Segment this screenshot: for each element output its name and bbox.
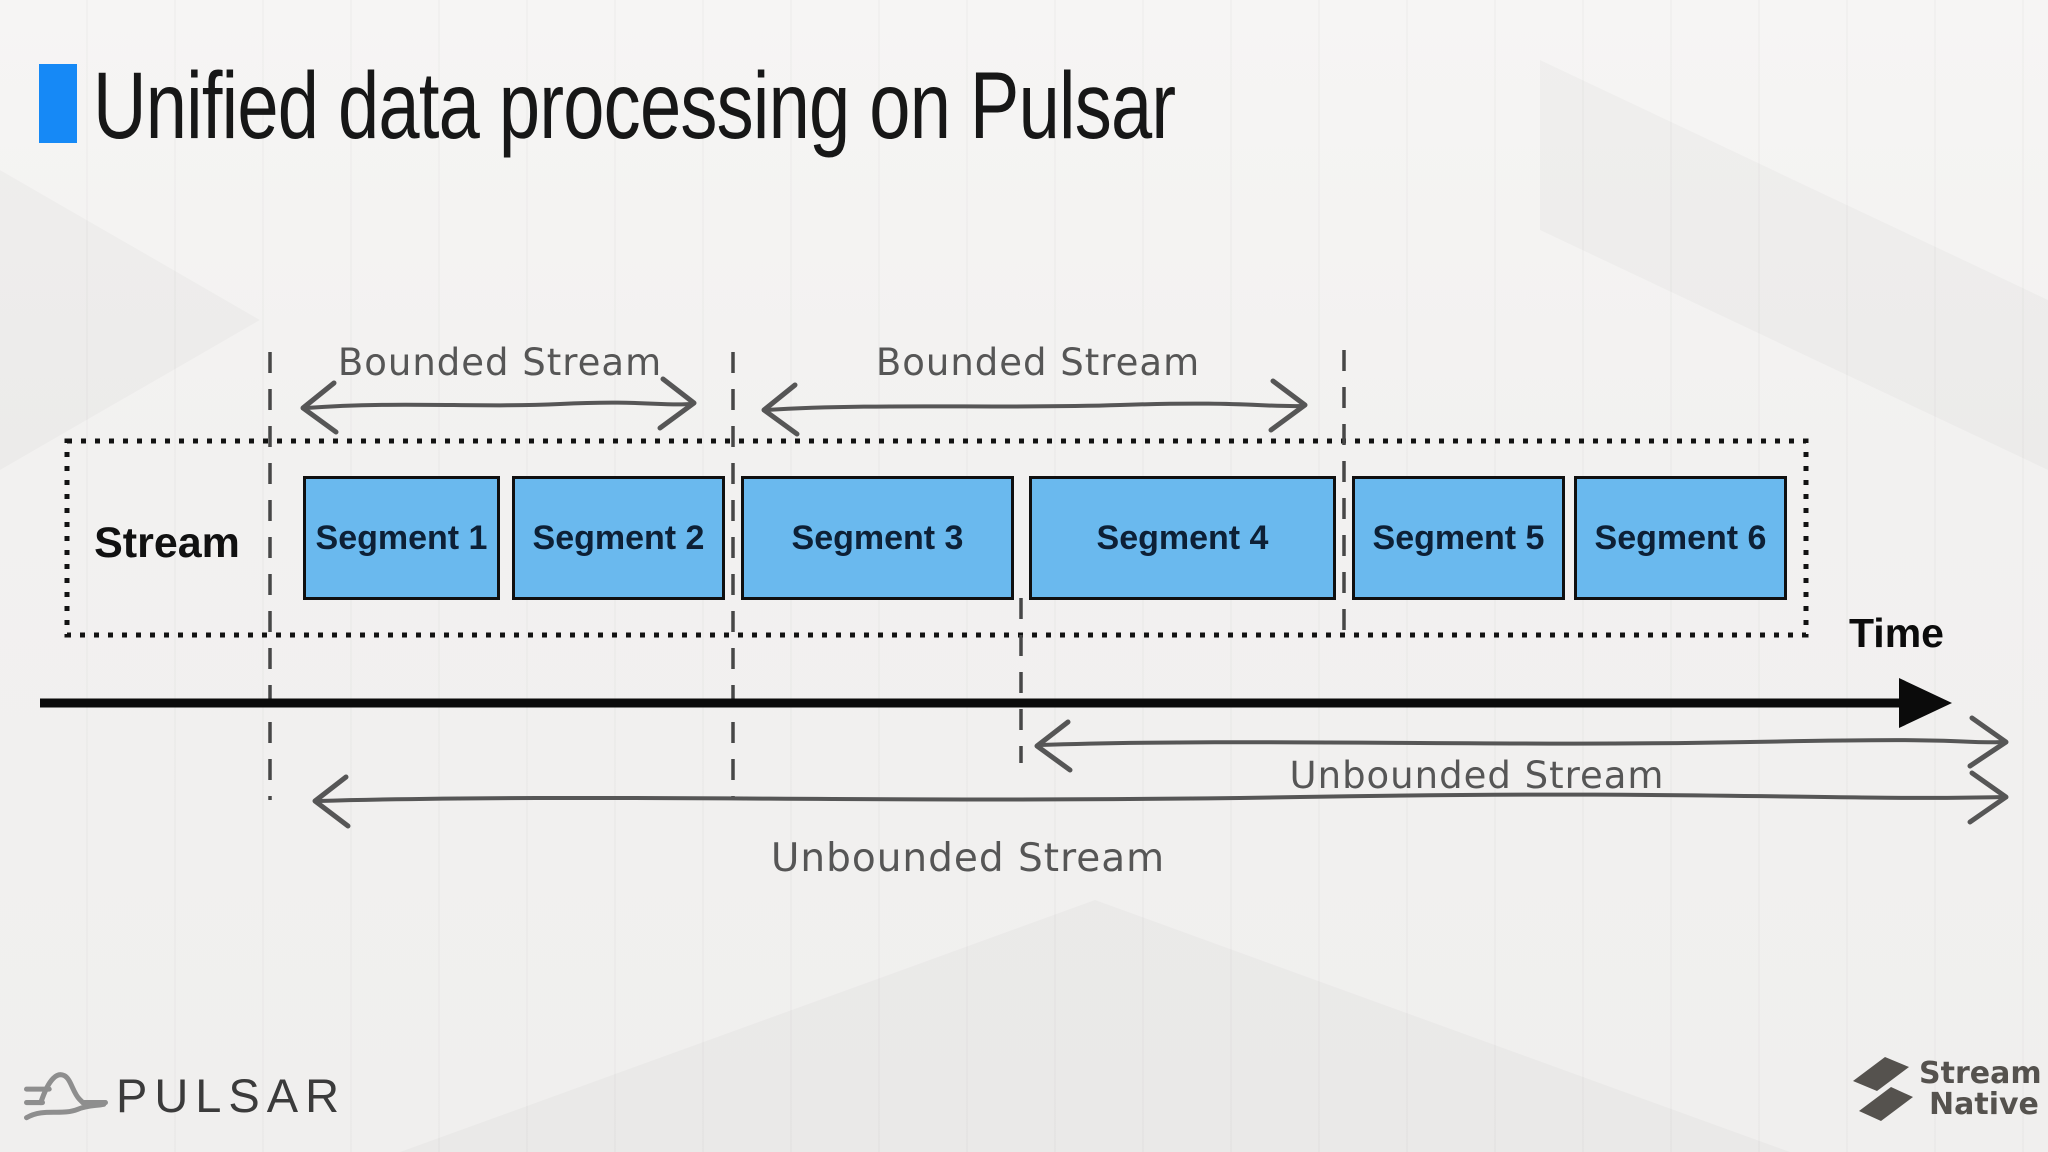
title-accent-bar — [39, 64, 77, 143]
streamnative-logo: Stream Native — [1851, 1053, 2042, 1127]
segment-1: Segment 1 — [303, 476, 500, 600]
streamnative-s-icon — [1853, 1057, 1913, 1121]
bounded-arrow-1 — [300, 376, 697, 435]
unbounded-stream-label-lower: Unbounded Stream — [770, 836, 1166, 881]
streamnative-line1: Stream — [1919, 1056, 2042, 1092]
segment-5: Segment 5 — [1352, 476, 1565, 600]
pulsar-pulse-icon — [24, 1072, 108, 1121]
streamnative-line2: Native — [1929, 1087, 2039, 1122]
unbounded-arrow-lower — [312, 770, 2009, 829]
pulsar-logo: PULSAR — [24, 1058, 346, 1132]
segment-4: Segment 4 — [1029, 476, 1336, 600]
unbounded-stream-label-upper: Unbounded Stream — [1289, 754, 1665, 797]
stream-label: Stream — [94, 519, 240, 567]
pulsar-wordmark: PULSAR — [116, 1068, 347, 1122]
time-label: Time — [1849, 610, 1944, 656]
bounded-arrow-2 — [761, 378, 1308, 437]
stream-dotted-box — [64, 438, 1809, 638]
streamnative-wordmark: Stream Native — [1919, 1059, 2042, 1120]
unbounded-arrow-upper — [1034, 715, 2009, 773]
page-title: Unified data processing on Pulsar — [93, 53, 1176, 159]
bounded-stream-label-2: Bounded Stream — [875, 341, 1201, 384]
segment-6: Segment 6 — [1574, 476, 1787, 600]
segment-2: Segment 2 — [512, 476, 725, 600]
time-axis-arrow — [40, 678, 1952, 728]
segment-3: Segment 3 — [741, 476, 1014, 600]
bounded-stream-label-1: Bounded Stream — [337, 341, 663, 384]
